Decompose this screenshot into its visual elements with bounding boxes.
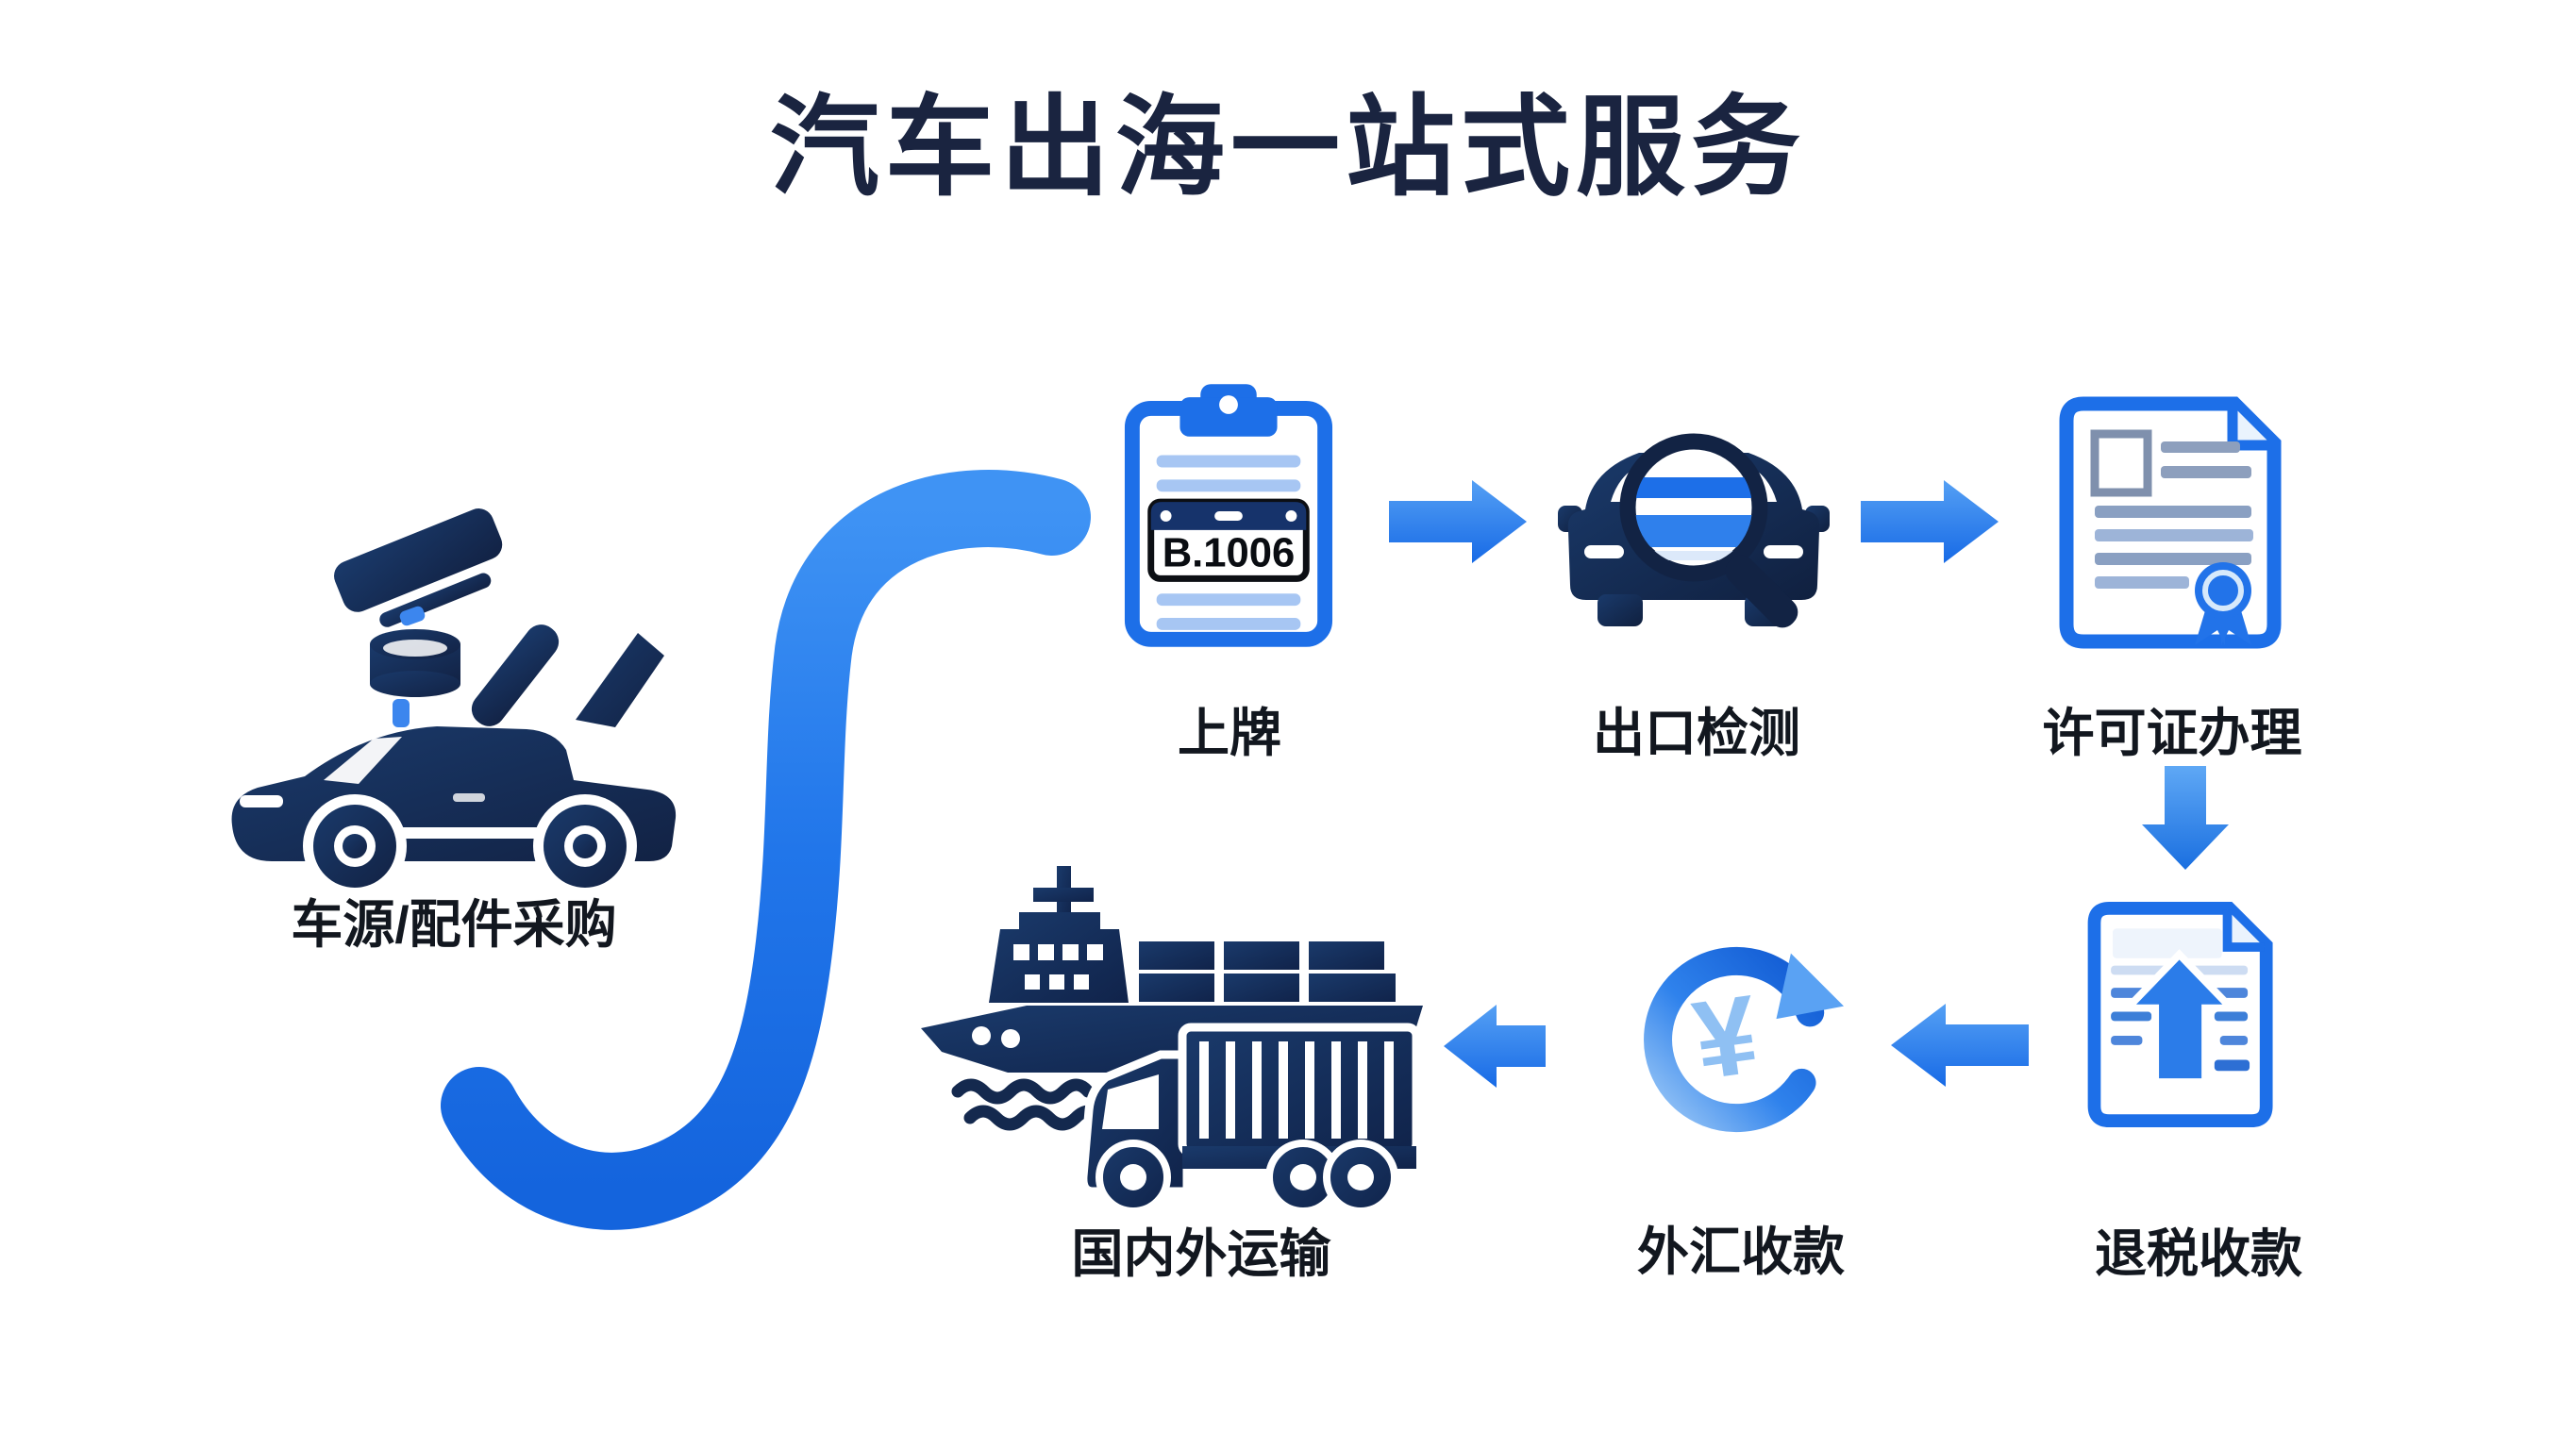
- photo-placeholder: [2090, 429, 2152, 497]
- wave-line: [951, 1078, 1095, 1105]
- truck-wheel: [1265, 1140, 1341, 1215]
- ribbon-seal-icon: [2195, 562, 2251, 645]
- currency-refresh-icon: ¥: [1644, 946, 1844, 1133]
- clipboard-license-plate-icon: B.1006: [1124, 384, 1333, 647]
- arrow-right-icon: [1389, 480, 1527, 563]
- oil-filter-icon: [370, 629, 460, 697]
- step-label-forex-collection: 外汇收款: [1636, 1223, 1845, 1281]
- license-plate-text: B.1006: [1163, 531, 1296, 576]
- step-label-license-processing: 许可证办理: [2042, 704, 2302, 762]
- step-label-registration: 上牌: [1177, 704, 1281, 762]
- ship-truck-icon: [921, 866, 1423, 1215]
- up-arrow-glyph: [2118, 949, 2240, 1086]
- car-hood-flap: [576, 633, 664, 727]
- car-magnifier-icon: [1558, 433, 1830, 628]
- containers: [1139, 941, 1396, 1002]
- certificate-document-icon: [2059, 396, 2282, 649]
- step-label-car-sourcing: 车源/配件采购: [291, 895, 617, 954]
- currency-glyph: ¥: [1686, 971, 1765, 1103]
- step-label-tax-refund: 退税收款: [2094, 1224, 2302, 1283]
- container-truck: [1079, 1023, 1421, 1215]
- wave-line: [963, 1105, 1107, 1131]
- truck-wheel: [1323, 1140, 1398, 1215]
- step-label-transport: 国内外运输: [1071, 1224, 1331, 1283]
- arrow-left-icon: [1891, 1004, 2029, 1087]
- license-plate: B.1006: [1147, 498, 1310, 582]
- arrow-right-icon: [1861, 480, 1999, 563]
- document-upload-icon: [2087, 901, 2273, 1127]
- truck-wheel: [1096, 1140, 1171, 1215]
- arrow-down-icon: [2142, 766, 2229, 870]
- shock-absorber-icon: [471, 624, 560, 726]
- car-wheel: [303, 794, 407, 898]
- cargo-ship: [921, 866, 1423, 1131]
- step-label-export-inspection: 出口检测: [1592, 704, 1800, 762]
- car-with-parts-icon: [231, 508, 677, 898]
- magnifier-icon: [1619, 433, 1798, 628]
- refresh-arrowhead: [1776, 953, 1844, 1020]
- car-wheel: [533, 794, 637, 898]
- arrow-left-icon: [1444, 1005, 1546, 1088]
- page-title: 汽车出海一站式服务: [770, 86, 1806, 208]
